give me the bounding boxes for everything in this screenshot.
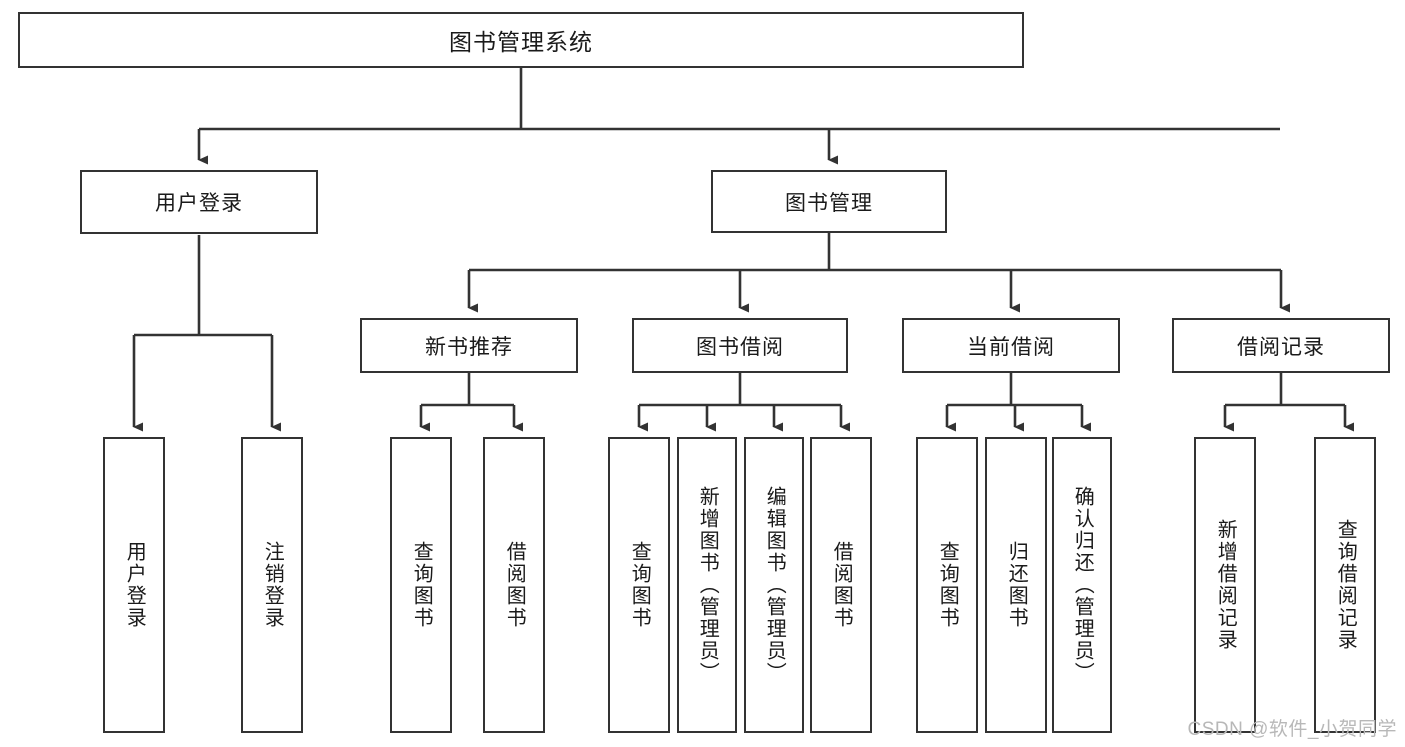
leaf-label: 借阅图书	[503, 541, 526, 629]
leaf-edit-book-admin[interactable]: 编辑图书（管理员）	[744, 437, 804, 733]
leaf-label: 查询图书	[628, 541, 651, 629]
leaf-borrow-book[interactable]: 借阅图书	[810, 437, 872, 733]
leaf-add-book-admin[interactable]: 新增图书（管理员）	[677, 437, 737, 733]
leaf-label: 新增借阅记录	[1214, 519, 1237, 651]
leaf-borrow-book-recommend[interactable]: 借阅图书	[483, 437, 545, 733]
leaf-confirm-return-admin[interactable]: 确认归还（管理员）	[1052, 437, 1112, 733]
leaf-query-book-current[interactable]: 查询图书	[916, 437, 978, 733]
node-book-manage[interactable]: 图书管理	[711, 170, 947, 233]
leaf-add-borrow-record[interactable]: 新增借阅记录	[1194, 437, 1256, 733]
leaf-label: 用户登录	[123, 541, 146, 629]
leaf-query-book-recommend[interactable]: 查询图书	[390, 437, 452, 733]
leaf-logout-login[interactable]: 注销登录	[241, 437, 303, 733]
node-user-login[interactable]: 用户登录	[80, 170, 318, 234]
leaf-query-book-borrow[interactable]: 查询图书	[608, 437, 670, 733]
node-borrow-record[interactable]: 借阅记录	[1172, 318, 1390, 373]
leaf-label: 查询图书	[410, 541, 433, 629]
leaf-query-borrow-record[interactable]: 查询借阅记录	[1314, 437, 1376, 733]
leaf-user-login[interactable]: 用户登录	[103, 437, 165, 733]
node-root-book-management-system[interactable]: 图书管理系统	[18, 12, 1024, 68]
node-current-borrow[interactable]: 当前借阅	[902, 318, 1120, 373]
leaf-label: 新增图书（管理员）	[696, 486, 719, 684]
leaf-label: 注销登录	[261, 541, 284, 629]
leaf-label: 编辑图书（管理员）	[763, 486, 786, 684]
leaf-return-book[interactable]: 归还图书	[985, 437, 1047, 733]
leaf-label: 查询图书	[936, 541, 959, 629]
leaf-label: 确认归还（管理员）	[1071, 486, 1094, 684]
leaf-label: 借阅图书	[830, 541, 853, 629]
node-book-borrow[interactable]: 图书借阅	[632, 318, 848, 373]
leaf-label: 查询借阅记录	[1334, 519, 1357, 651]
leaf-label: 归还图书	[1005, 541, 1028, 629]
csdn-watermark: CSDN @软件_小贺同学	[1187, 719, 1397, 740]
node-new-book-recommend[interactable]: 新书推荐	[360, 318, 578, 373]
